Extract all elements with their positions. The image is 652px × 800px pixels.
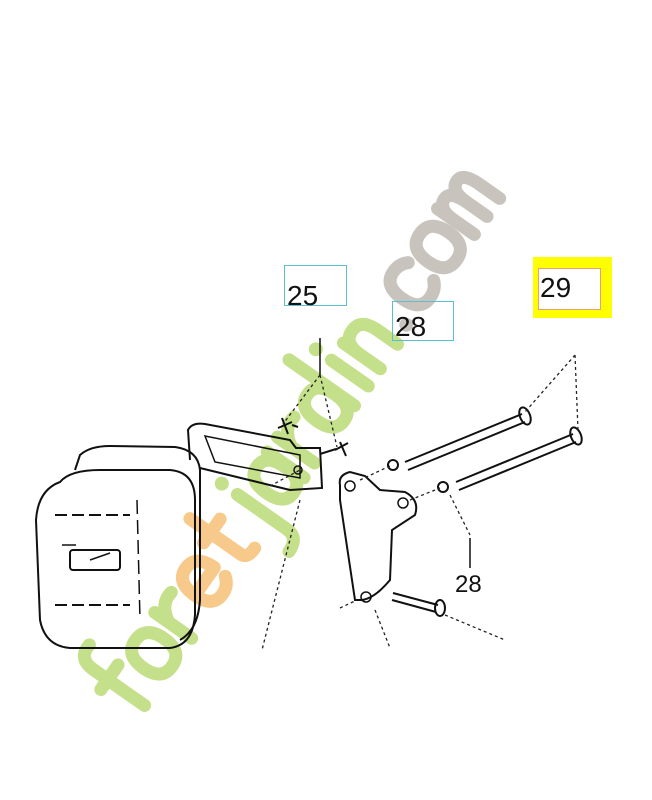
watermark-glyph	[77, 638, 152, 712]
callout-box-29	[538, 268, 601, 310]
watermark-glyph	[383, 256, 441, 312]
washer	[437, 481, 449, 493]
watermark-glyph	[148, 585, 199, 645]
watermark-glyph	[125, 626, 183, 681]
callout-29[interactable]: 29	[540, 272, 572, 303]
watermark-glyph	[399, 317, 414, 332]
short-bolt	[391, 592, 446, 617]
watermark-glyph	[175, 554, 233, 608]
watermark-glyph	[183, 512, 262, 563]
callout-box-28	[392, 301, 454, 341]
callout-box-25	[284, 265, 347, 306]
watermark-logo	[77, 170, 507, 712]
leader-lines	[261, 354, 579, 651]
callout-25[interactable]: 25	[287, 280, 319, 311]
watermark-glyph	[431, 170, 507, 241]
watermark-glyph	[409, 219, 467, 275]
callout-28[interactable]: 28	[395, 311, 427, 342]
long-bolt	[404, 406, 583, 491]
watermark-glyph	[336, 317, 405, 376]
muffler	[34, 444, 201, 649]
watermark-glyph	[214, 476, 300, 558]
watermark-glyph	[247, 445, 311, 506]
washer	[387, 459, 399, 471]
screw	[277, 417, 349, 457]
mounting-bracket	[338, 470, 418, 603]
callout-28-lower[interactable]: 28	[455, 571, 482, 598]
